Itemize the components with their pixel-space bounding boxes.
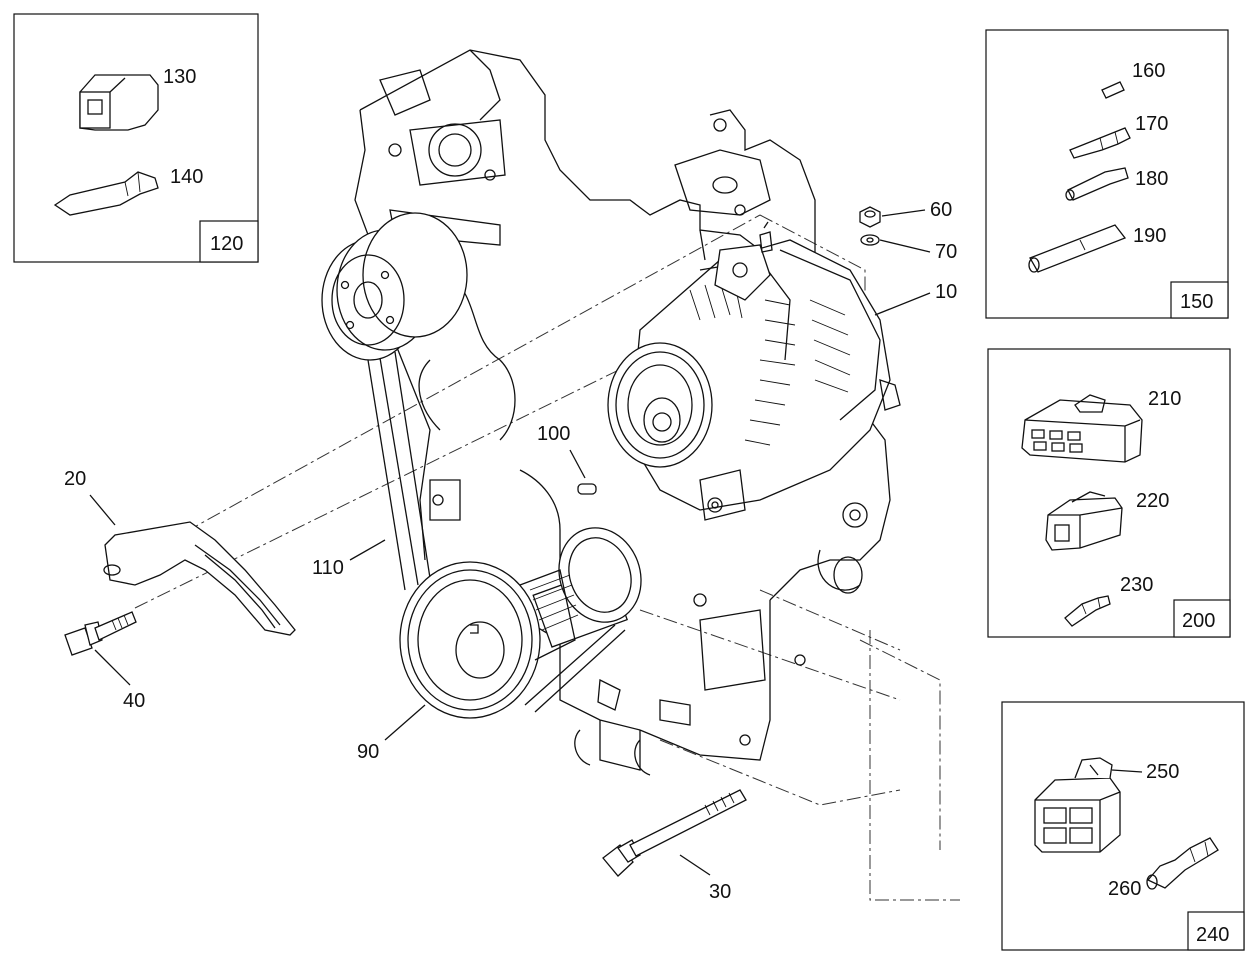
callout-210: 210 [1148, 388, 1181, 410]
callout-40: 40 [123, 690, 145, 712]
inset-box-200: 200 210 220 230 [987, 348, 1231, 638]
callout-100: 100 [537, 423, 570, 445]
callout-20: 20 [64, 468, 86, 490]
bolt-40-illustration [64, 611, 137, 656]
callout-10: 10 [935, 281, 957, 303]
callout-130: 130 [163, 66, 196, 88]
callout-160: 160 [1132, 60, 1165, 82]
callout-30: 30 [709, 881, 731, 903]
inset-box-150: 150 160 170 180 190 [985, 29, 1229, 319]
callout-220: 220 [1136, 490, 1169, 512]
crank-pulley-illustration [399, 527, 642, 719]
callout-180: 180 [1135, 168, 1168, 190]
callout-250: 250 [1146, 761, 1179, 783]
callout-60: 60 [930, 199, 952, 221]
nut-washer-illustration [859, 206, 881, 246]
tension-bracket-illustration [103, 521, 296, 636]
callout-70: 70 [935, 241, 957, 263]
callout-230: 230 [1120, 574, 1153, 596]
callout-190: 190 [1133, 225, 1166, 247]
inset-tag-200: 200 [1182, 610, 1215, 632]
inset-tag-150: 150 [1180, 291, 1213, 313]
inset-box-240: 240 250 260 [1001, 701, 1245, 951]
inset-box-120: 120 130 140 [13, 13, 259, 263]
woodruff-key-illustration [577, 483, 597, 495]
bolt-30-illustration [602, 789, 747, 877]
main-callouts: 10 60 70 100 20 110 40 90 30 [64, 199, 957, 903]
callout-90: 90 [357, 741, 379, 763]
inset-tag-120: 120 [210, 233, 243, 255]
upper-pulley-illustration [321, 212, 468, 361]
callout-260: 260 [1108, 878, 1141, 900]
v-belt-illustration [367, 351, 626, 713]
alternator-illustration [607, 221, 901, 521]
inset-tag-240: 240 [1196, 924, 1229, 946]
callout-110: 110 [312, 557, 344, 579]
callout-140: 140 [170, 166, 203, 188]
callout-170: 170 [1135, 113, 1168, 135]
